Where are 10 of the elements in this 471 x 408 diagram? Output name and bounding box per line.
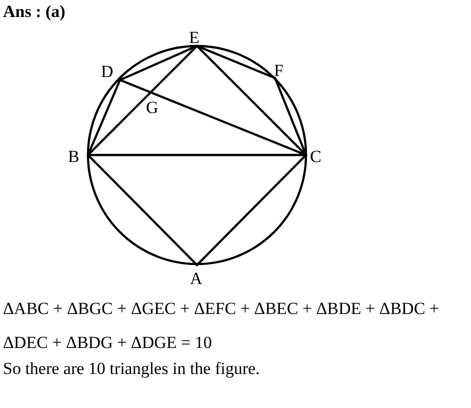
triangle-list: ΔABC + ΔBGC + ΔGEC + ΔEFC + ΔBEC + ΔBDE + ΔBDC + ΔDEC + ΔBDG + ΔDGE = 10 <box>3 292 453 360</box>
point-label: G <box>146 99 158 116</box>
point-label: F <box>274 62 284 79</box>
point-label: D <box>101 63 114 80</box>
point-label: C <box>310 148 322 165</box>
point-label: E <box>189 29 200 46</box>
conclusion-text: So there are 10 triangles in the figure. <box>3 358 261 380</box>
answer-heading: Ans : (a) <box>3 3 66 20</box>
point-label: A <box>190 270 202 287</box>
point-label: B <box>68 148 80 165</box>
